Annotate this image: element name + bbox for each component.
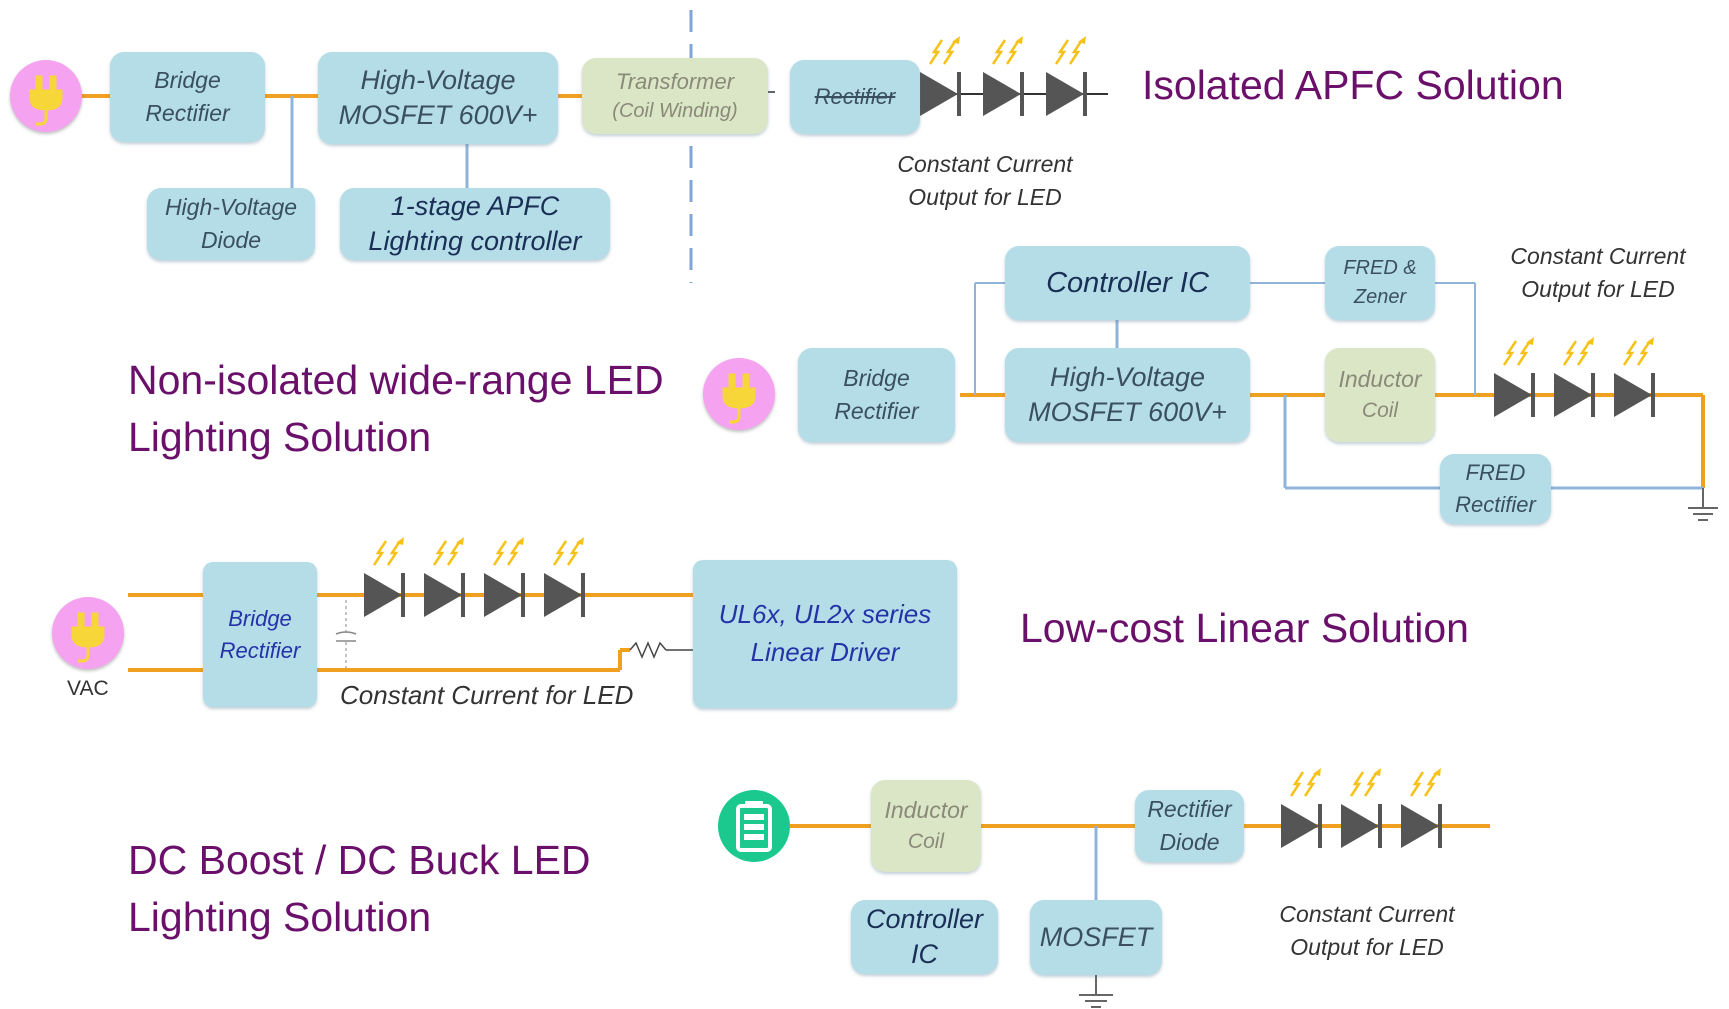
inductor-coil-2-line2: Coil — [1361, 399, 1399, 423]
hv-mosfet-1: High-Voltage MOSFET 600V+ — [318, 52, 558, 144]
led-string-2 — [1494, 337, 1655, 417]
hv-diode-line2: Diode — [200, 227, 262, 253]
linear-driver-line2: Linear Driver — [750, 637, 900, 667]
ac-plug-icon — [10, 60, 82, 132]
output-caption-4-line2: Output for LED — [1290, 934, 1444, 961]
hv-diode-line1: High-Voltage — [164, 193, 298, 220]
fred-zener-line2: Zener — [1353, 286, 1407, 308]
title-linear: Low-cost Linear Solution — [1020, 605, 1469, 651]
controller-ic-4: Controller IC — [851, 900, 998, 974]
led-icon — [1554, 337, 1595, 417]
rectifier-1-label: Rectifier — [814, 84, 896, 110]
fred-rectifier-line1: FRED — [1465, 460, 1526, 486]
apfc-controller: 1-stage APFC Lighting controller — [340, 188, 610, 260]
fred-zener: FRED & Zener — [1325, 246, 1435, 320]
led-icon — [1281, 768, 1322, 848]
inductor-coil-4: Inductor Coil — [871, 780, 981, 872]
bridge-rectifier-3: Bridge Rectifier — [203, 562, 317, 707]
rectifier-diode-4-line2: Diode — [1159, 829, 1220, 855]
led-string-3 — [364, 537, 585, 617]
fred-rectifier: FRED Rectifier — [1440, 454, 1551, 524]
output-caption-2-line2: Output for LED — [1521, 276, 1675, 303]
output-caption-1-line2: Output for LED — [908, 184, 1062, 211]
led-icon — [544, 537, 585, 617]
led-icon — [1494, 337, 1535, 417]
hv-diode: High-Voltage Diode — [147, 188, 315, 260]
controller-ic-4-line2: IC — [911, 939, 938, 969]
output-caption-4: Constant Current Output for LED — [1262, 898, 1472, 965]
led-icon — [1401, 768, 1442, 848]
title-isolated-apfc: Isolated APFC Solution — [1142, 62, 1564, 108]
vac-label: VAC — [67, 677, 109, 700]
inductor-coil-4-line2: Coil — [907, 830, 945, 854]
led-icon — [484, 537, 525, 617]
ac-plug-icon — [52, 597, 124, 669]
rectifier-diode-4: Rectifier Diode — [1135, 790, 1244, 862]
hv-mosfet-2: High-Voltage MOSFET 600V+ — [1005, 348, 1250, 442]
bridge-rectifier-2: Bridge Rectifier — [798, 348, 955, 442]
led-icon — [364, 537, 405, 617]
bridge-rectifier-1-line2: Rectifier — [145, 100, 230, 126]
title-non-isolated-line2: Lighting Solution — [128, 413, 432, 460]
led-icon — [983, 36, 1024, 116]
inductor-coil-2: Inductor Coil — [1325, 348, 1435, 442]
bridge-rectifier-3-line1: Bridge — [228, 605, 292, 631]
led-icon — [1046, 36, 1087, 116]
inductor-coil-4-line1: Inductor — [884, 797, 968, 824]
output-caption-3: Constant Current for LED — [340, 680, 634, 710]
output-caption-1-line1: Constant Current — [897, 151, 1073, 177]
transformer-line2: (Coil Winding) — [612, 100, 738, 123]
fred-zener-line1: FRED & — [1343, 257, 1417, 279]
bridge-rectifier-1: Bridge Rectifier — [110, 52, 265, 142]
led-string-4 — [1281, 768, 1442, 848]
hv-mosfet-1-line1: High-Voltage — [360, 64, 516, 95]
led-icon — [1341, 768, 1382, 848]
led-icon — [920, 36, 961, 116]
output-caption-1: Constant Current Output for LED — [880, 148, 1090, 215]
linear-driver: UL6x, UL2x series Linear Driver — [693, 560, 957, 708]
title-non-isolated: Non-isolated wide-range LED Lighting Sol… — [128, 352, 664, 465]
bridge-rectifier-2-line1: Bridge — [843, 364, 910, 391]
apfc-controller-line1: 1-stage APFC — [390, 190, 560, 221]
apfc-controller-line2: Lighting controller — [368, 226, 582, 256]
title-non-isolated-line1: Non-isolated wide-range LED — [128, 357, 664, 403]
inductor-coil-2-line1: Inductor — [1338, 366, 1422, 393]
output-caption-4-line1: Constant Current — [1279, 901, 1455, 927]
led-icon — [424, 537, 465, 617]
led-icon — [1614, 337, 1655, 417]
controller-ic-2-label: Controller IC — [1046, 266, 1209, 299]
linear-driver-line1: UL6x, UL2x series — [718, 599, 932, 630]
fred-rectifier-line2: Rectifier — [1455, 492, 1536, 517]
controller-ic-2: Controller IC — [1005, 246, 1250, 320]
output-caption-2-line1: Constant Current — [1510, 243, 1686, 269]
mosfet-4: MOSFET — [1030, 900, 1162, 975]
hv-mosfet-2-line1: High-Voltage — [1049, 361, 1206, 392]
hv-mosfet-2-line2: MOSFET 600V+ — [1028, 397, 1227, 427]
bridge-rectifier-2-line2: Rectifier — [834, 398, 919, 424]
bridge-rectifier-3-line2: Rectifier — [219, 637, 301, 663]
title-dc-boost: DC Boost / DC Buck LED Lighting Solution — [128, 832, 591, 945]
battery-icon — [718, 790, 790, 862]
controller-ic-4-line1: Controller — [865, 903, 984, 934]
ac-plug-icon — [703, 358, 775, 430]
title-dc-boost-line2: Lighting Solution — [128, 893, 432, 940]
hv-mosfet-1-line2: MOSFET 600V+ — [338, 100, 538, 130]
led-layer — [364, 36, 1655, 848]
rectifier-1: Rectifier — [790, 60, 920, 134]
bridge-rectifier-1-line1: Bridge — [154, 66, 221, 93]
transformer-block: Transformer (Coil Winding) — [582, 58, 768, 134]
title-dc-boost-line1: DC Boost / DC Buck LED — [128, 837, 591, 883]
rectifier-diode-4-line1: Rectifier — [1147, 795, 1232, 822]
mosfet-4-label: MOSFET — [1039, 921, 1153, 952]
led-string-1 — [920, 36, 1087, 116]
output-caption-2: Constant Current Output for LED — [1493, 240, 1703, 307]
transformer-line1: Transformer — [615, 68, 735, 94]
